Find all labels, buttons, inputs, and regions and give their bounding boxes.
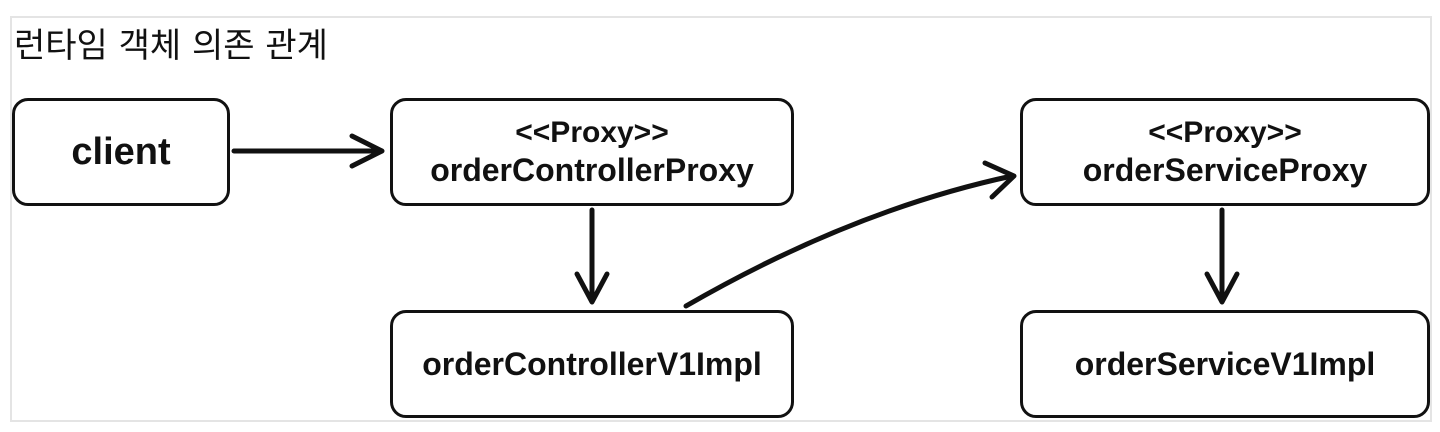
node-order-controller-proxy-label: orderControllerProxy — [430, 152, 754, 188]
node-order-service-proxy-stereotype: <<Proxy>> — [1148, 116, 1302, 149]
node-order-service-proxy: <<Proxy>> orderServiceProxy — [1020, 98, 1430, 206]
node-order-service-v1-impl-label: orderServiceV1Impl — [1074, 346, 1376, 382]
node-order-service-v1-impl: orderServiceV1Impl — [1020, 310, 1430, 418]
node-client: client — [12, 98, 230, 206]
node-order-controller-proxy-stereotype: <<Proxy>> — [515, 116, 669, 149]
diagram-title: 런타임 객체 의존 관계 — [14, 26, 328, 66]
node-order-controller-proxy: <<Proxy>> orderControllerProxy — [390, 98, 794, 206]
node-order-controller-v1-impl-label: orderControllerV1Impl — [422, 346, 762, 382]
node-client-label: client — [71, 131, 171, 173]
node-order-controller-v1-impl: orderControllerV1Impl — [390, 310, 794, 418]
node-order-service-proxy-label: orderServiceProxy — [1082, 152, 1368, 188]
